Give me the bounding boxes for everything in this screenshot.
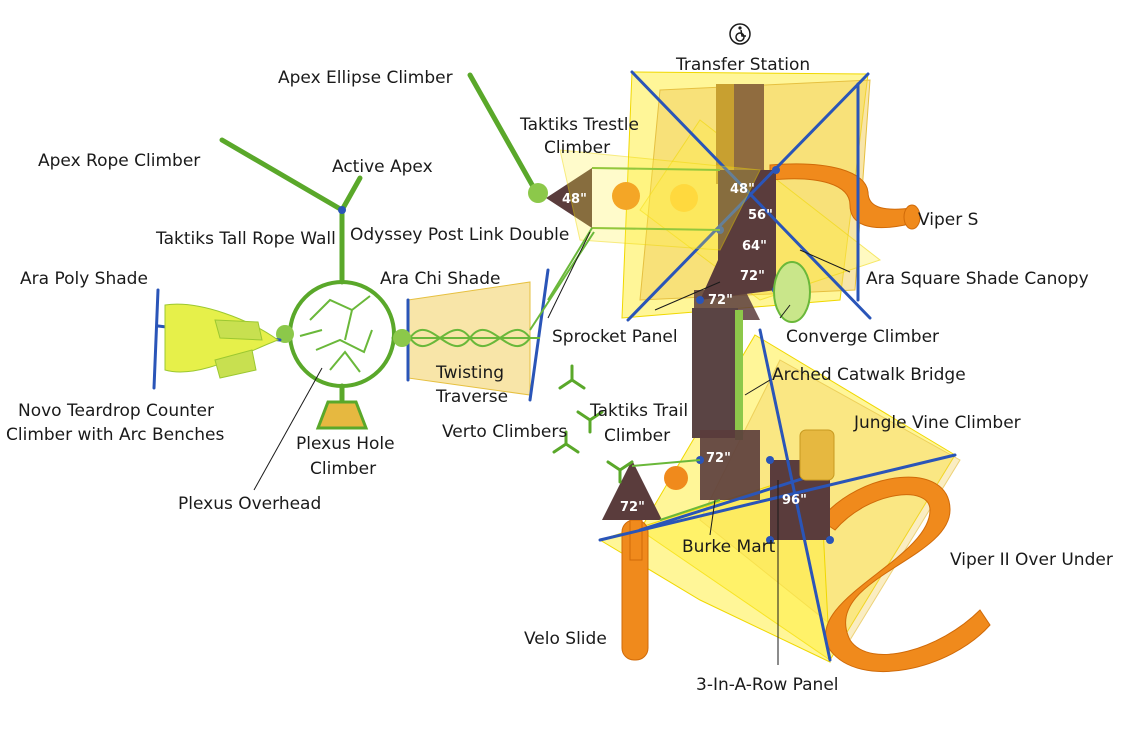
plexus-hole-climber: [315, 400, 369, 430]
viper-s-slide: [769, 163, 921, 230]
converge-climber: [773, 261, 811, 323]
apex-ellipse-climber: [467, 72, 548, 203]
label-plexus-overhead: Plexus Overhead: [178, 494, 321, 514]
right-structure-posts: [598, 70, 957, 662]
label-taktiks-tall-rope-wall: Taktiks Tall Rope Wall: [155, 229, 336, 249]
deck-height-64: 64": [742, 239, 767, 254]
deck-height-72-left: 72": [620, 500, 645, 515]
label-apex-rope-climber: Apex Rope Climber: [38, 151, 200, 171]
label-twisting-traverse-line2: Traverse: [435, 387, 508, 407]
label-converge-climber: Converge Climber: [786, 327, 939, 347]
label-plexus-hole-climber-line2: Climber: [310, 459, 376, 479]
label-plexus-hole-climber-line1: Plexus Hole: [296, 434, 395, 454]
taktiks-trail-climber: [631, 459, 721, 521]
label-verto-climbers: Verto Climbers: [442, 422, 567, 442]
deck-height-72-upper: 72": [740, 269, 765, 284]
label-ara-square-shade-canopy: Ara Square Shade Canopy: [866, 269, 1089, 289]
velo-slide: [621, 519, 649, 661]
label-burke-mart: Burke Mart: [682, 537, 776, 557]
deck-height-48-top: 48": [730, 182, 755, 197]
label-apex-ellipse-climber: Apex Ellipse Climber: [278, 68, 453, 88]
deck-height-72-mid: 72": [708, 293, 733, 308]
connection-bars: [276, 227, 595, 347]
label-novo-teardrop-line1: Novo Teardrop Counter: [18, 401, 214, 421]
label-viper-ii-over-under: Viper II Over Under: [950, 550, 1113, 570]
plexus-overhead: [288, 280, 396, 403]
stairs-walkway: [692, 308, 743, 440]
label-taktiks-trail-climber-line2: Climber: [604, 426, 670, 446]
ara-poly-shade: [152, 288, 282, 390]
label-twisting-traverse-line1: Twisting: [435, 363, 504, 383]
label-three-in-a-row-panel: 3-In-A-Row Panel: [696, 675, 839, 695]
label-sprocket-panel: Sprocket Panel: [552, 327, 678, 347]
label-taktiks-trail-climber-line1: Taktiks Trail: [589, 401, 688, 421]
label-odyssey-post-link-double: Odyssey Post Link Double: [350, 225, 569, 245]
label-ara-poly-shade: Ara Poly Shade: [20, 269, 148, 289]
taktiks-trestle-climber: [546, 149, 761, 251]
deck-height-56: 56": [748, 208, 773, 223]
jungle-vine-climber: [799, 429, 835, 481]
deck-height-72-lower: 72": [706, 451, 731, 466]
active-apex: [219, 137, 363, 214]
label-taktiks-trestle-climber-line1: Taktiks Trestle: [519, 115, 639, 135]
label-active-apex: Active Apex: [332, 157, 433, 177]
label-jungle-vine-climber: Jungle Vine Climber: [853, 413, 1021, 433]
label-velo-slide: Velo Slide: [524, 629, 607, 649]
label-taktiks-trestle-climber-line2: Climber: [544, 138, 610, 158]
label-ara-chi-shade: Ara Chi Shade: [380, 269, 500, 289]
deck-height-96: 96": [782, 493, 807, 508]
verto-climbers: [552, 364, 634, 484]
label-arched-catwalk-bridge: Arched Catwalk Bridge: [772, 365, 966, 385]
label-viper-s: Viper S: [918, 210, 978, 230]
leader-lines: [253, 231, 851, 665]
twisting-traverse: [405, 329, 540, 347]
label-transfer-station: Transfer Station: [675, 55, 810, 75]
lower-decks: [602, 430, 830, 540]
deck-height-48-left: 48": [562, 192, 587, 207]
label-novo-teardrop-line2: Climber with Arc Benches: [6, 425, 224, 445]
wheelchair-icon: [729, 23, 751, 45]
viper-ii-over-under-slide: [819, 476, 991, 672]
